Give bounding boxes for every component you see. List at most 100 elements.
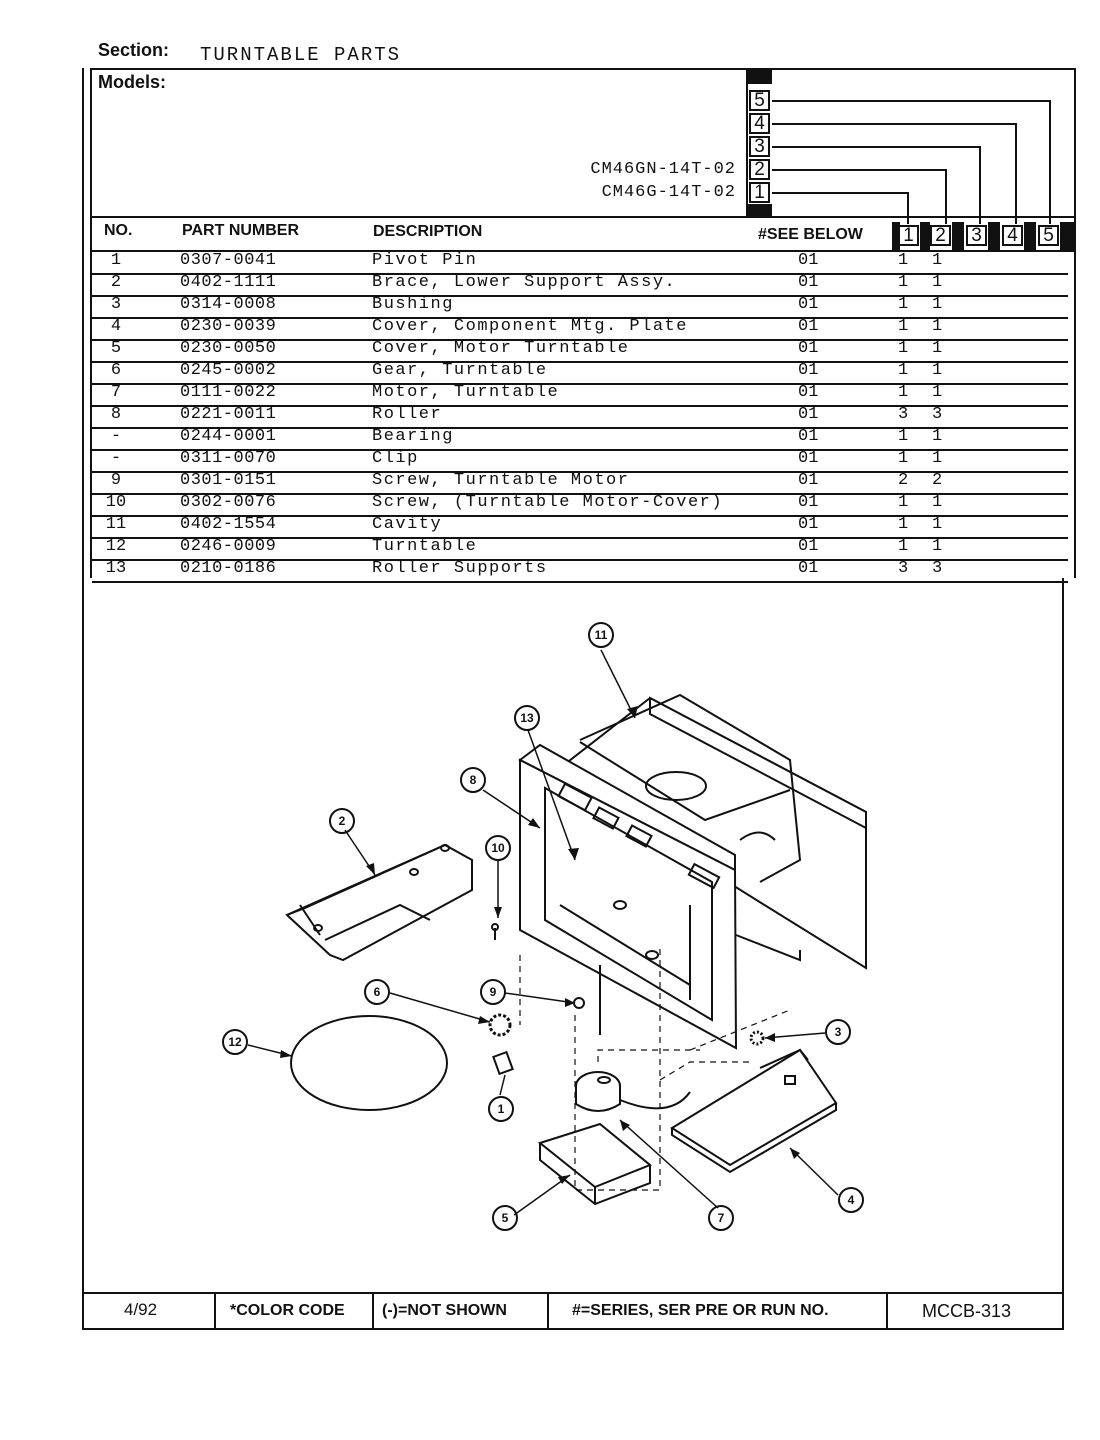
table-row: 6 0245-0002 Gear, Turntable 01 1 1: [92, 361, 1068, 385]
brace-drawing: [285, 843, 473, 962]
part-see: 01: [798, 383, 819, 402]
part-no: -: [110, 427, 122, 446]
section-label: Section:: [98, 40, 170, 60]
callout-4: 4: [838, 1187, 864, 1213]
part-number: 0210-0186: [180, 559, 277, 578]
part-number: 0402-1554: [180, 515, 277, 534]
part-see: 01: [798, 537, 819, 556]
part-see: 01: [798, 317, 819, 336]
part-description: Roller Supports: [372, 559, 548, 578]
part-qty-1: 1: [898, 449, 909, 468]
part-description: Pivot Pin: [372, 251, 478, 270]
footer-series-note: #=SERIES, SER PRE OR RUN NO.: [572, 1302, 829, 1319]
callout-13: 13: [514, 705, 540, 731]
table-row: - 0311-0070 Clip 01 1 1: [92, 449, 1068, 473]
callout-5: 5: [492, 1205, 518, 1231]
part-qty-1: 3: [898, 559, 909, 578]
part-qty-2: 3: [932, 559, 943, 578]
callout-12: 12: [222, 1029, 248, 1055]
footer-not-shown: (-)=NOT SHOWN: [382, 1302, 507, 1319]
part-description: Screw, Turntable Motor: [372, 471, 630, 490]
part-no: 13: [105, 559, 127, 578]
part-qty-2: 1: [932, 295, 943, 314]
part-see: 01: [798, 405, 819, 424]
part-no: -: [110, 449, 122, 468]
model-col-3: 3: [966, 225, 987, 246]
part-see: 01: [798, 361, 819, 380]
part-see: 01: [798, 251, 819, 270]
header-top-rule: [90, 216, 1076, 218]
footer-doc-code: MCCB-313: [922, 1301, 1012, 1321]
col-no: NO.: [104, 222, 133, 239]
part-number: 0111-0022: [180, 383, 277, 402]
part-description: Cover, Component Mtg. Plate: [372, 317, 688, 336]
gear-drawing: [488, 1013, 512, 1037]
part-qty-1: 1: [898, 515, 909, 534]
part-see: 01: [798, 295, 819, 314]
part-no: 12: [105, 537, 127, 556]
part-number: 0244-0001: [180, 427, 277, 446]
part-number: 0314-0008: [180, 295, 277, 314]
col-part-number: PART NUMBER: [182, 222, 300, 239]
part-qty-1: 1: [898, 427, 909, 446]
cavity-drawing: [518, 693, 867, 1050]
col-description: DESCRIPTION: [373, 223, 483, 240]
table-row: 4 0230-0039 Cover, Component Mtg. Plate …: [92, 317, 1068, 341]
model-slot-3: 3: [749, 136, 770, 157]
part-description: Motor, Turntable: [372, 383, 560, 402]
part-qty-2: 1: [932, 273, 943, 292]
part-description: Clip: [372, 449, 419, 468]
part-number: 0402-1111: [180, 273, 277, 292]
part-no: 11: [105, 515, 127, 534]
part-qty-2: 1: [932, 449, 943, 468]
part-no: 10: [105, 493, 127, 512]
model-slot-4: 4: [749, 113, 770, 134]
part-see: 01: [798, 273, 819, 292]
callout-2: 2: [329, 808, 355, 834]
part-qty-2: 1: [932, 317, 943, 336]
callout-8: 8: [460, 767, 486, 793]
part-description: Brace, Lower Support Assy.: [372, 273, 677, 292]
part-no: 6: [110, 361, 122, 380]
table-row: - 0244-0001 Bearing 01 1 1: [92, 427, 1068, 451]
model-column-cap-top: [748, 70, 772, 84]
part-qty-1: 1: [898, 537, 909, 556]
part-qty-1: 1: [898, 493, 909, 512]
col-see-below: #SEE BELOW: [758, 226, 863, 243]
part-no: 7: [110, 383, 122, 402]
table-row: 12 0246-0009 Turntable 01 1 1: [92, 537, 1068, 561]
callout-9: 9: [480, 979, 506, 1005]
table-row: 1 0307-0041 Pivot Pin 01 1 1: [92, 251, 1068, 275]
model-col-1: 1: [898, 225, 919, 246]
table-row: 8 0221-0011 Roller 01 3 3: [92, 405, 1068, 429]
part-qty-2: 1: [932, 361, 943, 380]
part-no: 9: [110, 471, 122, 490]
callout-1: 1: [488, 1096, 514, 1122]
table-row: 13 0210-0186 Roller Supports 01 3 3: [92, 559, 1068, 583]
table-row: 2 0402-1111 Brace, Lower Support Assy. 0…: [92, 273, 1068, 297]
part-qty-1: 1: [898, 317, 909, 336]
model-col-2: 2: [930, 225, 951, 246]
part-number: 0307-0041: [180, 251, 277, 270]
page-left-rule: [82, 68, 84, 1330]
part-qty-1: 1: [898, 361, 909, 380]
model-col-5: 5: [1038, 225, 1059, 246]
part-see: 01: [798, 449, 819, 468]
model-slot-1: 1: [749, 182, 770, 203]
part-description: Gear, Turntable: [372, 361, 548, 380]
model-slot-2: 2: [749, 159, 770, 180]
footer-color-code: *COLOR CODE: [230, 1302, 345, 1319]
mtg-plate-cover-drawing: [670, 1048, 838, 1174]
part-number: 0230-0039: [180, 317, 277, 336]
part-number: 0302-0076: [180, 493, 277, 512]
table-row: 11 0402-1554 Cavity 01 1 1: [92, 515, 1068, 539]
callout-7: 7: [708, 1205, 734, 1231]
footer-date: 4/92: [124, 1300, 158, 1319]
part-number: 0246-0009: [180, 537, 277, 556]
part-qty-2: 3: [932, 405, 943, 424]
part-description: Bushing: [372, 295, 454, 314]
model-slot-5: 5: [749, 90, 770, 111]
part-no: 5: [110, 339, 122, 358]
part-number: 0301-0151: [180, 471, 277, 490]
section-title: TURNTABLE PARTS: [200, 44, 402, 66]
